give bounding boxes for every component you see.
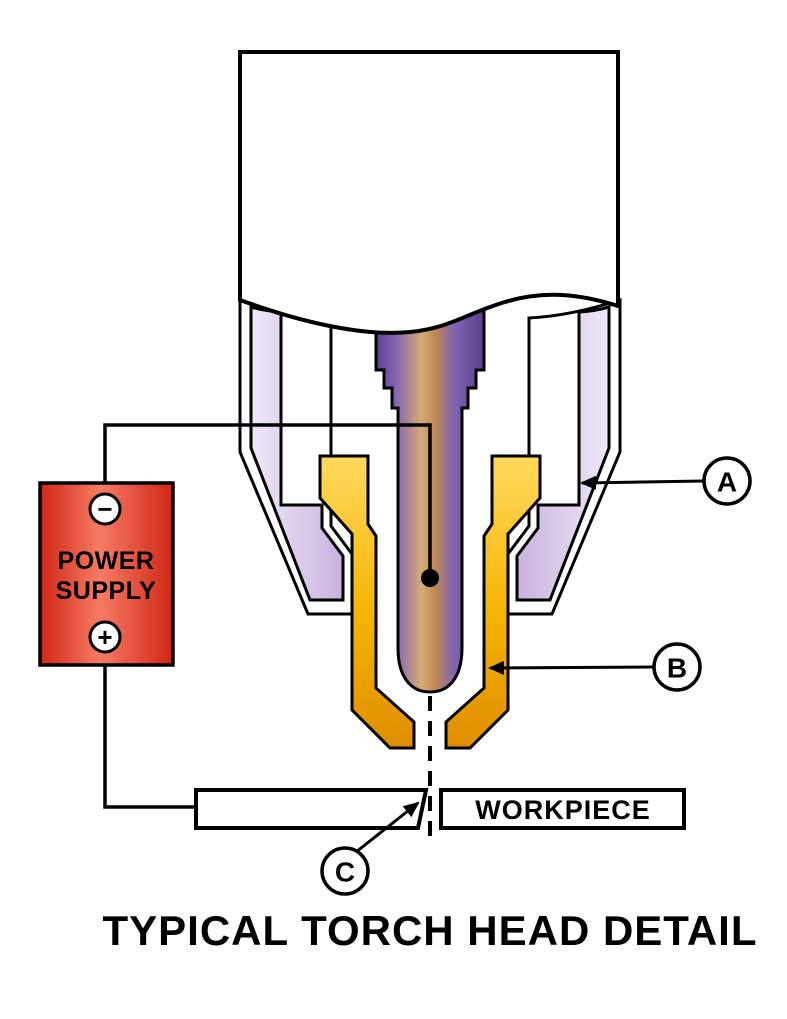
work-wire bbox=[103, 665, 288, 809]
workpiece-plate-right bbox=[439, 788, 686, 830]
callout-c: C bbox=[320, 801, 420, 896]
power-supply-label-line2: SUPPLY bbox=[56, 577, 157, 605]
electrode-connection-dot bbox=[421, 569, 439, 587]
negative-terminal-symbol: − bbox=[97, 494, 112, 524]
callout-a-label: A bbox=[717, 467, 737, 498]
callout-b-leader-arrow bbox=[488, 660, 655, 675]
callout-b-label: B bbox=[667, 653, 687, 684]
callout-a: A bbox=[580, 456, 752, 506]
nozzle-left bbox=[318, 454, 416, 750]
callout-a-leader-arrow bbox=[580, 475, 705, 490]
workpiece-plate-left bbox=[194, 788, 429, 830]
shield-cup-right bbox=[515, 305, 611, 602]
negative-terminal-icon bbox=[88, 492, 122, 526]
callout-b: B bbox=[488, 642, 702, 692]
diagram-title: TYPICAL TORCH HEAD DETAIL bbox=[102, 907, 757, 954]
callout-a-circle bbox=[702, 456, 752, 506]
cathode-wire bbox=[103, 423, 432, 578]
power-supply-label-line1: POWER bbox=[58, 547, 155, 575]
callout-c-label: C bbox=[335, 857, 355, 888]
callout-c-circle bbox=[320, 846, 370, 896]
positive-terminal-symbol: + bbox=[97, 622, 112, 652]
workpiece-label: WORKPIECE bbox=[475, 795, 651, 825]
torch-body bbox=[238, 50, 620, 335]
callout-c-leader-arrow bbox=[355, 801, 420, 854]
callout-b-circle bbox=[652, 642, 702, 692]
nozzle-right bbox=[444, 454, 542, 750]
power-supply: − POWER SUPPLY + bbox=[38, 481, 175, 667]
positive-terminal-icon bbox=[88, 620, 122, 654]
